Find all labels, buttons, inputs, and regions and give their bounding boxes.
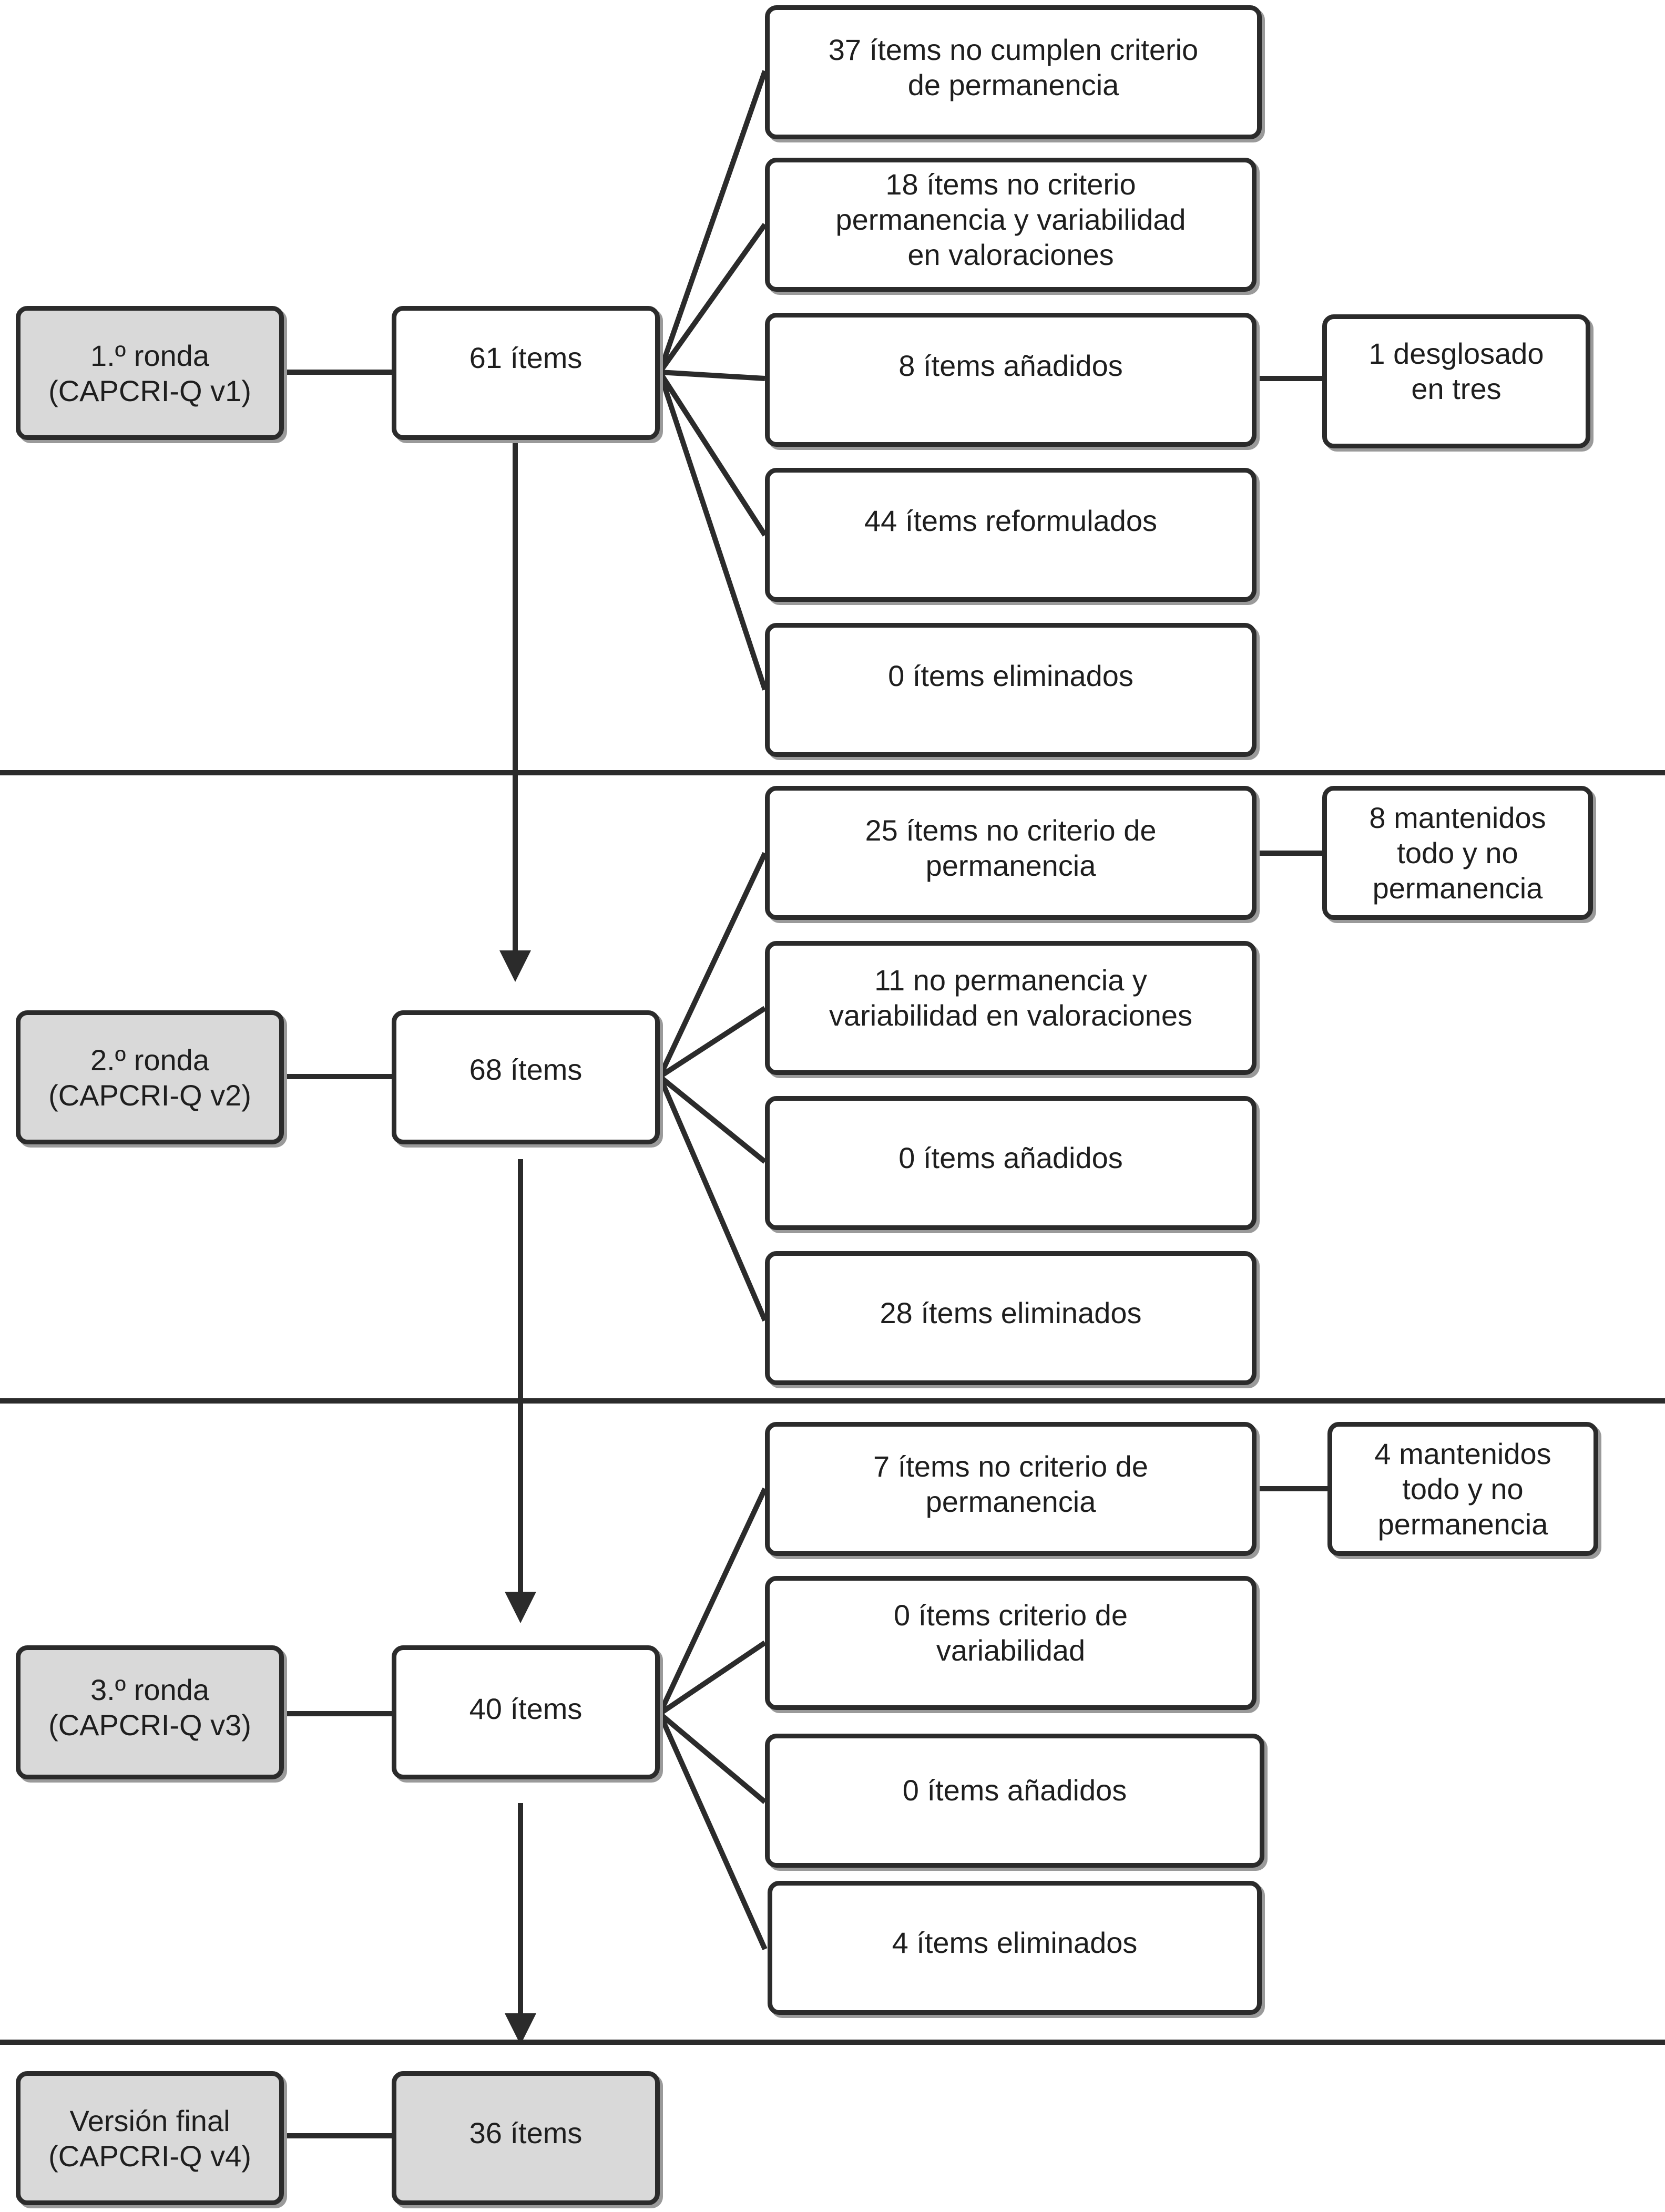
round-1-outcome-1-text: 37 ítems no cumplen criterio de permanen… bbox=[828, 33, 1199, 101]
connector bbox=[658, 1712, 767, 1804]
round-1-note-text: 1 desglosado en tres bbox=[1368, 336, 1544, 405]
connector bbox=[657, 1712, 768, 1951]
round-1-outcome-5-text: 0 ítems eliminados bbox=[888, 659, 1133, 692]
round-3-outcome-1: 7 ítems no criterio de permanencia bbox=[765, 1422, 1257, 1556]
round-1-outcome-5: 0 ítems eliminados bbox=[765, 623, 1257, 757]
round-2-label-text: 2.º ronda (CAPCRI-Q v2) bbox=[48, 1043, 251, 1112]
round-1-outcome-1: 37 ítems no cumplen criterio de permanen… bbox=[765, 5, 1262, 139]
round-3-outcome-4: 4 ítems eliminados bbox=[768, 1881, 1262, 2015]
round-2-outcome-4-text: 28 ítems eliminados bbox=[880, 1296, 1142, 1329]
round-3-outcome-3: 0 ítems añadidos bbox=[765, 1734, 1264, 1868]
round-2-count: 68 ítems bbox=[392, 1010, 660, 1144]
round-3-outcome-1-text: 7 ítems no criterio de permanencia bbox=[873, 1449, 1148, 1518]
final-count-text: 36 ítems bbox=[469, 2116, 583, 2149]
round-1-outcome-4-text: 44 ítems reformulados bbox=[864, 504, 1158, 537]
connector bbox=[659, 370, 765, 381]
round-2-outcome-2: 11 no permanencia y variabilidad en valo… bbox=[765, 941, 1257, 1075]
round-1-outcome-2-text: 18 ítems no criterio permanencia y varia… bbox=[835, 168, 1186, 271]
connector bbox=[657, 70, 768, 373]
round-2-outcome-4: 28 ítems eliminados bbox=[765, 1251, 1257, 1385]
round-1-outcome-2: 18 ítems no criterio permanencia y varia… bbox=[765, 158, 1257, 292]
round-3-label-text: 3.º ronda (CAPCRI-Q v3) bbox=[48, 1673, 251, 1742]
round-2-note: 8 mantenidos todo y no permanencia bbox=[1322, 786, 1593, 920]
round-2-outcome-2-text: 11 no permanencia y variabilidad en valo… bbox=[829, 963, 1193, 1032]
round-1-label-text: 1.º ronda (CAPCRI-Q v1) bbox=[48, 339, 251, 407]
round-3-outcome-2: 0 ítems criterio de variabilidad bbox=[765, 1576, 1257, 1710]
connector bbox=[657, 371, 768, 537]
round-2-label: 2.º ronda (CAPCRI-Q v2) bbox=[16, 1010, 284, 1144]
round-2-note-text: 8 mantenidos todo y no permanencia bbox=[1369, 801, 1546, 905]
round-2-outcome-1: 25 ítems no criterio de permanencia bbox=[765, 786, 1257, 920]
round-3-outcome-3-text: 0 ítems añadidos bbox=[902, 1774, 1127, 1807]
connector bbox=[658, 1074, 767, 1164]
connector bbox=[658, 1640, 767, 1716]
connector bbox=[658, 1006, 767, 1079]
connector bbox=[657, 1487, 768, 1715]
round-2-outcome-3: 0 ítems añadidos bbox=[765, 1096, 1257, 1230]
round-3-count: 40 ítems bbox=[392, 1645, 660, 1779]
connector bbox=[657, 852, 768, 1078]
round-1-label: 1.º ronda (CAPCRI-Q v1) bbox=[16, 306, 284, 440]
connector bbox=[657, 1076, 768, 1322]
round-1-count-text: 61 ítems bbox=[469, 341, 583, 374]
final-count: 36 ítems bbox=[392, 2071, 660, 2205]
round-2-outcome-1-text: 25 ítems no criterio de permanencia bbox=[865, 813, 1157, 882]
round-3-count-text: 40 ítems bbox=[469, 1692, 583, 1725]
round-1-outcome-4: 44 ítems reformulados bbox=[765, 468, 1257, 602]
round-3-outcome-2-text: 0 ítems criterio de variabilidad bbox=[893, 1598, 1128, 1667]
round-3-note: 4 mantenidos todo y no permanencia bbox=[1327, 1422, 1598, 1556]
round-1-count: 61 ítems bbox=[392, 306, 660, 440]
round-1-note: 1 desglosado en tres bbox=[1322, 314, 1590, 448]
final-label-text: Versión final (CAPCRI-Q v4) bbox=[48, 2104, 251, 2173]
round-1-outcome-3-text: 8 ítems añadidos bbox=[898, 349, 1123, 382]
round-3-label: 3.º ronda (CAPCRI-Q v3) bbox=[16, 1645, 284, 1779]
round-3-note-text: 4 mantenidos todo y no permanencia bbox=[1374, 1437, 1551, 1541]
round-1-outcome-3: 8 ítems añadidos bbox=[765, 313, 1257, 447]
final-label: Versión final (CAPCRI-Q v4) bbox=[16, 2071, 284, 2205]
round-3-outcome-4-text: 4 ítems eliminados bbox=[892, 1926, 1138, 1959]
round-2-outcome-3-text: 0 ítems añadidos bbox=[898, 1141, 1123, 1174]
round-2-count-text: 68 ítems bbox=[469, 1053, 583, 1086]
connector bbox=[657, 371, 768, 691]
connector bbox=[657, 223, 768, 374]
